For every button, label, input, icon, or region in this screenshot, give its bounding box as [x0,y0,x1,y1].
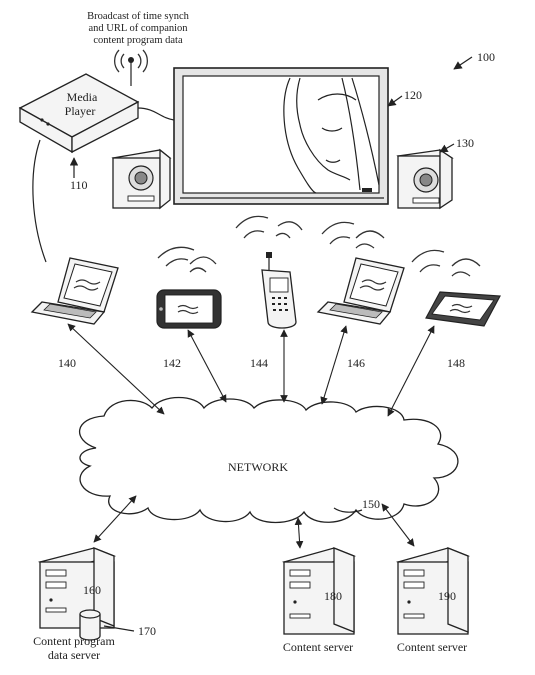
device-142-ref: 142 [163,356,181,370]
antenna-icon [113,49,149,86]
database-ref: 170 [138,624,156,638]
media-player-label-1: Media [67,90,98,104]
hair-strand [351,77,380,186]
server-160-caption-2: data server [48,648,100,662]
server-180-ref: 180 [324,589,342,603]
laptop-140 [30,257,119,325]
speaker-ref: 130 [456,136,474,150]
broadcast-note-line-1: Broadcast of time synch [87,11,190,22]
device-148-ref: 148 [447,356,465,370]
wireless-signal-icon [157,246,217,273]
server-190-ref: 190 [438,589,456,603]
server-190-caption: Content server [397,640,467,654]
display-monitor [173,67,389,205]
network-label: NETWORK [228,460,288,474]
display-ref: 120 [404,88,422,102]
link-146-network [320,325,348,405]
laptop-cable [32,139,47,263]
speaker-right [396,148,454,210]
face-profile [296,77,351,181]
media-player-ref: 110 [70,178,88,192]
broadcast-note-line-3: content program data [93,35,183,46]
link-network-190 [381,503,415,547]
server-160: 160 [37,547,117,629]
server-180-caption: Content server [283,640,353,654]
link-148-network [387,325,435,417]
speaker-ref-arrow [439,143,455,153]
link-network-160 [93,495,137,543]
display-cable [137,107,175,121]
server-160-ref: 160 [83,583,101,597]
device-140-ref: 140 [58,356,76,370]
closed-eye [321,127,343,132]
figure-ref-label: 100 [477,50,495,64]
link-142-network [187,329,227,403]
wireless-signal-icon [321,221,385,249]
device-146-ref: 146 [347,356,365,370]
laptop-146 [316,257,405,325]
face-outline [283,77,317,194]
smartphone-142 [156,289,222,329]
wireless-signal-icon [411,249,481,277]
link-140-network [67,323,165,415]
display-ref-arrow [387,95,403,107]
figure-ref-arrow [453,56,473,70]
server-160-caption-1: Content program [33,634,115,648]
device-144-ref: 144 [250,356,268,370]
cellphone-144 [261,252,297,329]
network-cloud [78,396,459,524]
tablet-148 [425,291,501,327]
broadcast-note-line-2: and URL of companion [88,23,188,34]
wireless-signal-icon [235,215,303,239]
link-network-180 [294,517,304,549]
network-ref: 150 [362,497,380,511]
server-180: 180 [281,547,357,635]
speaker-left [111,148,172,210]
server-190: 190 [395,547,471,635]
media-player: Media Player [18,73,140,154]
database-icon [79,609,101,641]
media-player-label-2: Player [65,104,96,118]
